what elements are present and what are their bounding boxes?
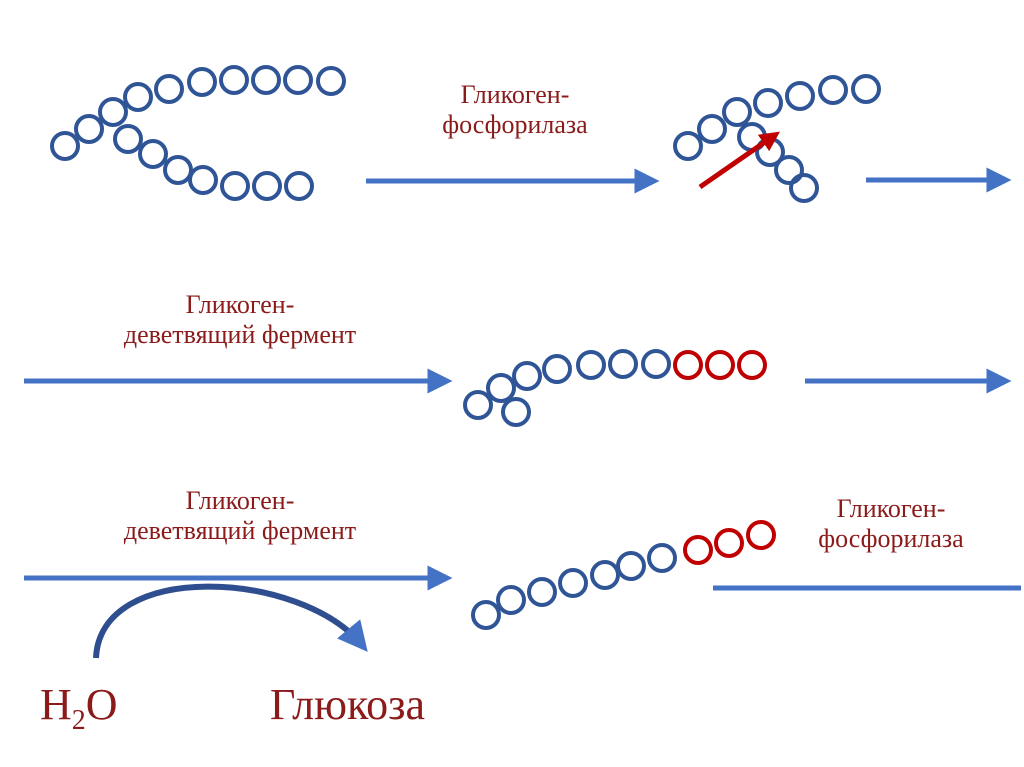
branch-point-arrow <box>698 131 780 190</box>
glucose-residue <box>187 67 217 97</box>
glucose-residue <box>558 568 588 598</box>
glucose-residue <box>163 155 193 185</box>
glucose-residue <box>818 75 848 105</box>
glucose-residue <box>576 350 606 380</box>
glucose-residue <box>284 171 314 201</box>
glucose-residue <box>616 551 646 581</box>
enzyme-label-line: Гликоген- <box>185 290 295 319</box>
glucose-residue <box>785 81 815 111</box>
glycogen-transferred-chain <box>463 349 767 427</box>
enzyme-label-line: деветвящий фермент <box>123 320 357 349</box>
glycogen-branched-molecule <box>50 65 346 201</box>
glucose-residue <box>647 543 677 573</box>
glucose-residue <box>722 97 752 127</box>
transferred-residue <box>683 535 713 565</box>
glucose-residue <box>252 171 282 201</box>
glucose-residue <box>74 114 104 144</box>
glucose-residue <box>486 373 516 403</box>
glucose-residue <box>753 88 783 118</box>
glucose-residue <box>219 65 249 95</box>
glucose-residue <box>501 397 531 427</box>
glucose-residue <box>542 354 572 384</box>
hydrolysis-curve-arrow <box>93 583 368 659</box>
transferred-residue <box>737 350 767 380</box>
glucose-product: Глюкоза <box>270 680 426 729</box>
glucose-residue <box>283 65 313 95</box>
glucose-residue <box>789 173 819 203</box>
glucose-residue <box>251 65 281 95</box>
transferred-residue <box>746 520 776 550</box>
enzyme-label-phosphorylase: Гликоген- фосфорилаза <box>410 80 620 140</box>
glucose-residue <box>774 155 804 185</box>
enzyme-label-line: фосфорилаза <box>442 110 588 139</box>
glucose-residue <box>697 114 727 144</box>
enzyme-label-line: Гликоген- <box>460 80 570 109</box>
glucose-residue <box>138 139 168 169</box>
enzyme-label-line: деветвящий фермент <box>123 516 357 545</box>
water-reactant: H2O <box>40 680 118 736</box>
glucose-residue <box>471 600 501 630</box>
transferred-residue <box>714 528 744 558</box>
glucose-residue <box>496 585 526 615</box>
enzyme-label-debranching: Гликоген- деветвящий фермент <box>80 290 400 350</box>
glucose-residue <box>98 97 128 127</box>
glucose-residue <box>113 124 143 154</box>
enzyme-label-line: Гликоген- <box>836 494 946 523</box>
transferred-residue <box>673 350 703 380</box>
glucose-residue <box>641 349 671 379</box>
glucose-residue <box>527 577 557 607</box>
glycogen-debranched-chain <box>471 520 776 630</box>
glucose-residue <box>673 131 703 161</box>
glucose-residue <box>608 349 638 379</box>
glucose-residue <box>220 171 250 201</box>
glucose-residue <box>851 74 881 104</box>
transferred-residue <box>705 350 735 380</box>
glucose-residue <box>50 131 80 161</box>
glucose-residue <box>188 165 218 195</box>
enzyme-label-debranching: Гликоген- деветвящий фермент <box>80 486 400 546</box>
glucose-residue <box>590 560 620 590</box>
glucose-residue <box>154 74 184 104</box>
enzyme-label-line: Гликоген- <box>185 486 295 515</box>
glucose-residue <box>316 66 346 96</box>
enzyme-label-line: фосфорилаза <box>818 524 964 553</box>
glucose-residue <box>463 390 493 420</box>
enzyme-label-phosphorylase: Гликоген- фосфорилаза <box>786 494 996 554</box>
glucose-residue <box>123 82 153 112</box>
glucose-residue <box>512 361 542 391</box>
